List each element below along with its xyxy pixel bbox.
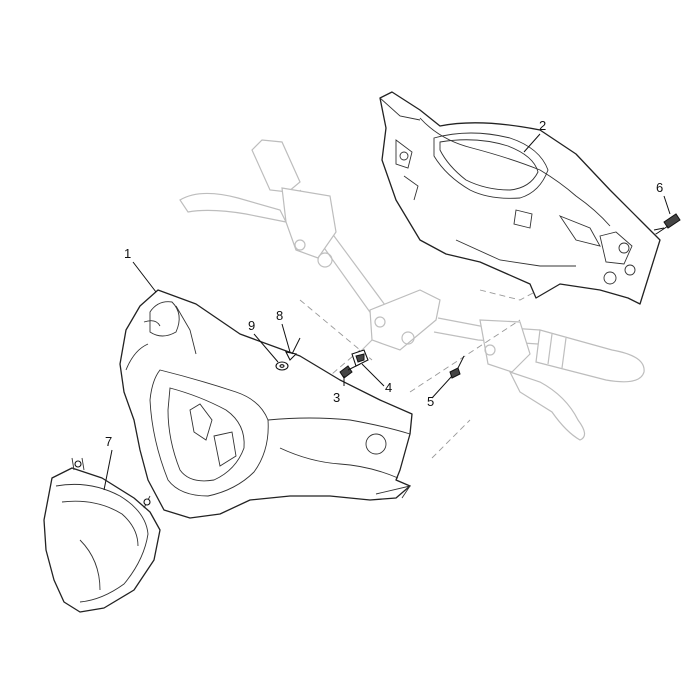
callout-6: 6 — [656, 180, 663, 195]
screw-part-5 — [449, 355, 465, 379]
callout-1: 1 — [124, 246, 131, 261]
bolt-part-8 — [285, 337, 301, 361]
callout-5: 5 — [427, 394, 434, 409]
callout-8: 8 — [276, 308, 283, 323]
callout-3: 3 — [333, 390, 340, 405]
callout-9: 9 — [248, 318, 255, 333]
callout-2: 2 — [539, 118, 546, 133]
part-2-rear-cover — [379, 91, 661, 305]
part-1-front-cover — [119, 289, 413, 519]
part-7-headlight-lens — [43, 457, 161, 613]
callout-leaders — [103, 133, 671, 491]
washer-part-9 — [275, 361, 289, 371]
callout-4: 4 — [385, 380, 392, 395]
handlebar-ghost — [179, 139, 645, 441]
screw-part-6 — [653, 213, 681, 235]
callout-7: 7 — [105, 434, 112, 449]
callout-labels: 1 2 3 4 5 6 7 8 9 — [105, 118, 663, 449]
clip-part-4 — [351, 349, 369, 367]
